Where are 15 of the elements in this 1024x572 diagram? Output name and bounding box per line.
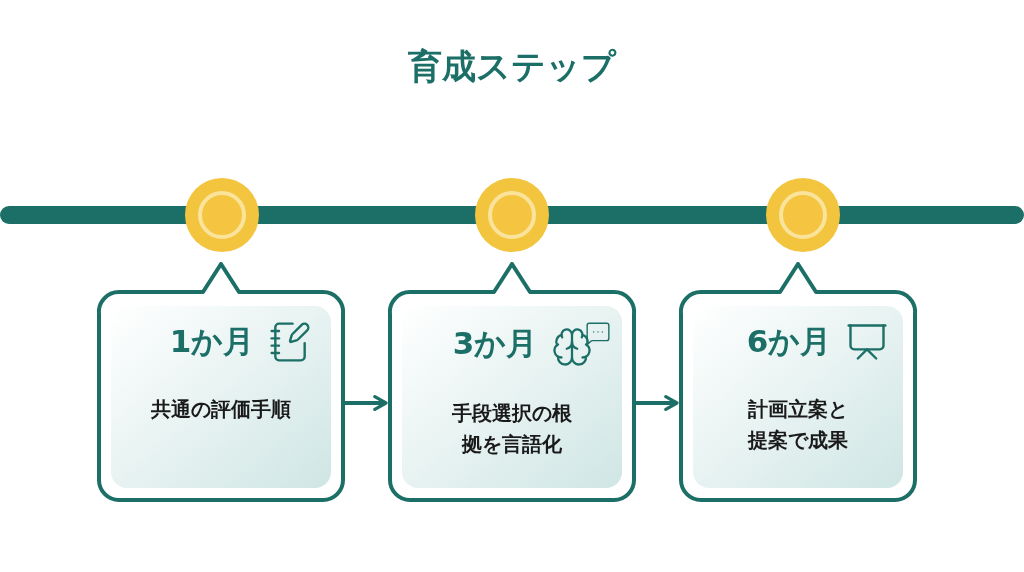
- arrow: [636, 395, 679, 411]
- step-duration: 1か月: [169, 323, 255, 361]
- step-description: 共通の評価手順: [151, 396, 291, 423]
- callout-box: [679, 262, 917, 502]
- arrow: [345, 395, 388, 411]
- milestone-marker: [765, 177, 841, 253]
- milestone-marker: [474, 177, 550, 253]
- step-duration: 3か月: [452, 325, 538, 363]
- callout-box: [97, 262, 345, 502]
- milestone-marker: [184, 177, 260, 253]
- step-description: 計画立案と提案で成果: [746, 396, 849, 454]
- diagram-title: 育成ステップ: [408, 46, 616, 87]
- step-duration: 6か月: [746, 323, 832, 361]
- callout-box: [388, 262, 636, 502]
- step-description: 手段選択の根拠を言語化: [451, 400, 573, 458]
